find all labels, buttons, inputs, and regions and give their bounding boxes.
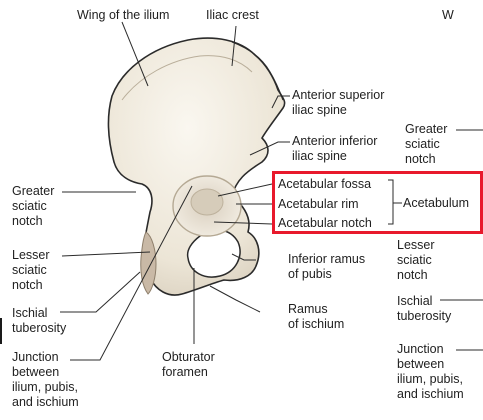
side-label-ischial-tuberosity: Ischial tuberosity: [397, 294, 452, 323]
acetabulum-highlight-box: [272, 171, 483, 234]
side-label-junction: Junction between ilium, pubis, and ischi…: [397, 342, 464, 401]
acetabular-fossa-shape: [190, 188, 224, 216]
obturator-foramen-shape: [186, 229, 241, 278]
label-acetabular-fossa: Acetabular fossa: [278, 177, 372, 191]
side-label-lesser-sciatic-notch: Lesser sciatic notch: [397, 238, 435, 282]
label-iliac-crest: Iliac crest: [206, 8, 259, 22]
label-cut-title: W: [442, 8, 454, 22]
label-ramus-ischium: Ramus of ischium: [288, 302, 345, 331]
label-acetabular-notch: Acetabular notch: [278, 216, 372, 230]
side-label-greater-sciatic-notch: Greater sciatic notch: [405, 122, 448, 166]
label-obturator-foramen: Obturator foramen: [162, 350, 215, 379]
label-inferior-ramus-pubis: Inferior ramus of pubis: [288, 252, 366, 281]
label-lesser-sciatic-notch: Lesser sciatic notch: [12, 248, 50, 292]
label-junction: Junction between ilium, pubis, and ischi…: [12, 350, 79, 409]
label-acetabulum: Acetabulum: [403, 196, 470, 210]
label-anterior-superior-iliac-spine: Anterior superior iliac spine: [292, 88, 385, 117]
leader-lines: [60, 21, 483, 361]
label-greater-sciatic-notch: Greater sciatic notch: [12, 184, 55, 228]
iliac-crest-edge: [231, 41, 284, 101]
ischial-tuberosity-shape: [140, 231, 157, 295]
label-acetabular-rim: Acetabular rim: [278, 197, 359, 211]
label-anterior-inferior-iliac-spine: Anterior inferior iliac spine: [292, 134, 378, 163]
label-ischial-tuberosity: Ischial tuberosity: [12, 306, 67, 335]
label-wing-of-ilium: Wing of the ilium: [77, 8, 170, 22]
